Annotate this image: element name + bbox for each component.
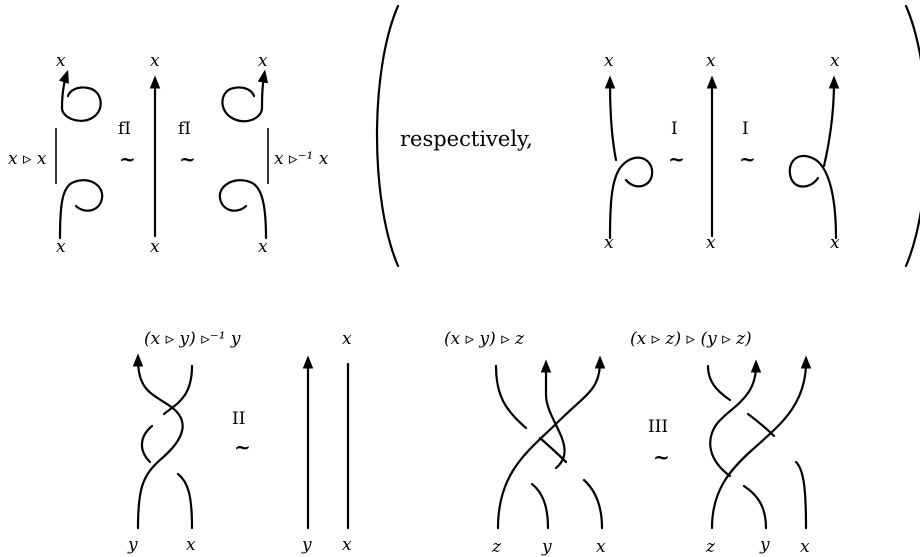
bottom-label-y: y (541, 537, 552, 557)
respectively-text: respectively, (400, 127, 533, 151)
move-label-fI: fI (118, 119, 131, 139)
braid-left (494, 355, 606, 530)
label-r3-left-top: (x ▹ y) ▹ z (444, 329, 525, 349)
move-label-fI: fI (178, 119, 191, 139)
label-x-tri-inv-x: x ▹⁻¹ x (274, 149, 329, 169)
bottom-label-x: x (830, 233, 840, 253)
move-III: (x ▹ y) ▹ z (x ▹ z) ▹ (y ▹ z) III ~ (444, 329, 812, 557)
bottom-label-x: x (800, 537, 810, 557)
bottom-label-x: x (186, 535, 196, 555)
bottom-label-y: y (127, 535, 138, 555)
strand-x-middle (140, 424, 154, 464)
top-label-x: x (604, 51, 614, 71)
bottom-label-x: x (706, 233, 716, 253)
strand-y (132, 353, 184, 530)
top-label-x: x (150, 51, 160, 71)
move-label-I: I (671, 119, 678, 139)
braid-right (706, 355, 812, 530)
move-label-III: III (648, 417, 668, 437)
label-r2-top: (x ▹ y) ▹⁻¹ y (144, 329, 241, 349)
top-label-x: x (56, 51, 66, 71)
tilde: ~ (653, 445, 670, 469)
bottom-label-x: x (596, 537, 606, 557)
right-paren (904, 4, 920, 268)
bottom-label-z: z (705, 537, 716, 557)
tilde: ~ (179, 147, 196, 171)
strand-x-lower (176, 472, 194, 530)
strand-x-upper (162, 364, 194, 416)
move-label-II: II (232, 409, 245, 429)
tilde: ~ (668, 147, 685, 171)
move-label-I: I (742, 119, 749, 139)
tilde: ~ (119, 147, 136, 171)
framed-move-fI: x x x x ▹ x fI ~ fI ~ x ▹⁻¹ x x x x (8, 51, 329, 257)
top-label-x: x (830, 51, 840, 71)
bottom-label-x: x (258, 237, 268, 257)
kink-left (604, 75, 654, 240)
double-kink-left (55, 69, 104, 240)
top-label-x: x (258, 51, 268, 71)
label-x-tri-x: x ▹ x (8, 149, 47, 169)
bottom-label-x: x (342, 535, 352, 555)
move-I-group: respectively, x x x I ~ I ~ x x x (375, 4, 920, 268)
top-label-x: x (706, 51, 716, 71)
bottom-label-y: y (759, 535, 770, 555)
left-paren (375, 4, 400, 268)
tilde: ~ (739, 147, 756, 171)
bottom-label-x: x (604, 233, 614, 253)
top-label-x: x (342, 329, 352, 349)
bottom-label-x: x (150, 237, 160, 257)
kink-right (788, 75, 840, 240)
bottom-label-z: z (491, 537, 502, 557)
double-kink-right (218, 69, 269, 240)
move-II: (x ▹ y) ▹⁻¹ y x II ~ y x y x (127, 329, 352, 555)
tilde: ~ (234, 435, 251, 459)
label-r3-right-top: (x ▹ z) ▹ (y ▹ z) (630, 329, 752, 349)
bottom-label-x: x (56, 237, 66, 257)
bottom-label-y: y (301, 535, 312, 555)
